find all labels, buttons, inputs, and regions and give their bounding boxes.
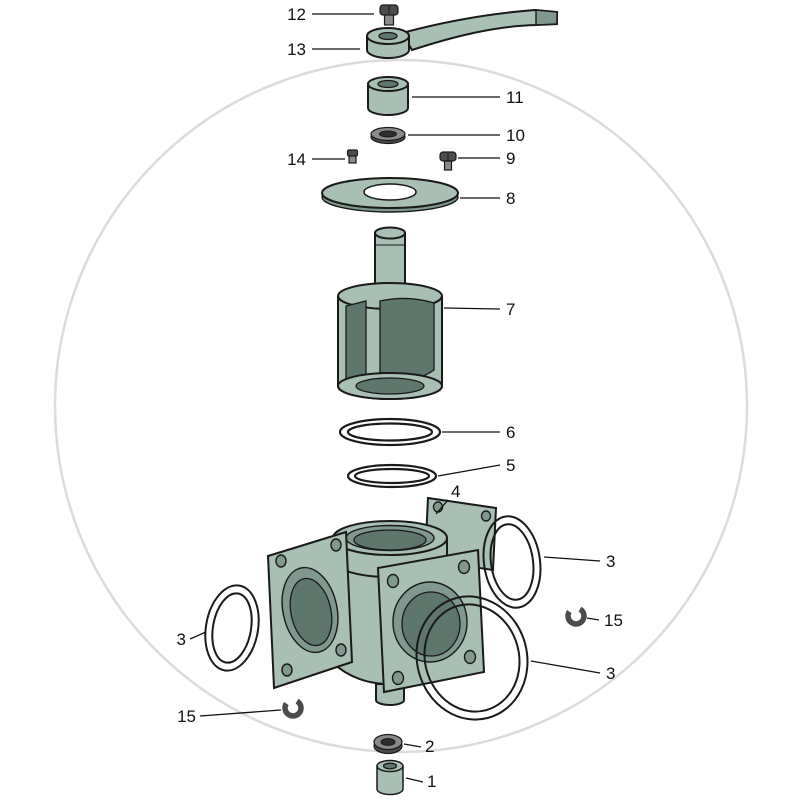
part-13-handle <box>366 8 558 59</box>
leader-line <box>586 617 600 621</box>
top-bore-inner <box>353 529 427 551</box>
callout-4: 4 <box>435 482 460 515</box>
bushing-bore <box>377 79 399 89</box>
part-15-clip-right <box>565 605 587 627</box>
callout-7: 7 <box>443 300 515 319</box>
callout-9: 9 <box>458 149 515 168</box>
part-label-5: 5 <box>506 456 515 475</box>
callout-3-left: 3 <box>177 630 207 649</box>
leader-line <box>530 660 601 674</box>
left-bore-inner <box>289 577 333 647</box>
part-label-13: 13 <box>287 40 306 59</box>
leader-line <box>443 307 501 310</box>
watermark-circle <box>53 58 749 754</box>
part-3-o-ring-right <box>482 515 542 609</box>
bolt-hole <box>281 663 293 677</box>
washer-hole <box>380 738 396 746</box>
leader-line <box>405 777 424 783</box>
callout-3-right: 3 <box>543 552 615 571</box>
callout-3-bottom: 3 <box>530 660 615 683</box>
washer-hole <box>379 130 397 138</box>
part-label-8: 8 <box>506 189 515 208</box>
part-label-2: 2 <box>425 737 434 756</box>
bolt-hole <box>463 649 477 665</box>
callout-13: 13 <box>287 40 360 59</box>
callout-1: 1 <box>405 772 436 791</box>
handle-end-cap <box>535 9 558 26</box>
rotor-bottom-opening <box>355 377 425 395</box>
front-bore-inner <box>401 591 461 657</box>
part-7-plug-rotor <box>337 226 443 400</box>
part-3-o-ring-bottom <box>415 595 529 721</box>
part-9-screw <box>439 151 457 171</box>
callout-15-right: 15 <box>586 611 623 630</box>
rotor-window-left <box>345 300 367 381</box>
plate-center-hole <box>363 183 417 201</box>
part-label-4: 4 <box>451 482 460 501</box>
part-label-3: 3 <box>606 552 615 571</box>
part-15-clip-left <box>282 697 304 719</box>
rotor-window-right <box>379 297 435 381</box>
part-label-15: 15 <box>177 707 196 726</box>
part-label-12: 12 <box>287 5 306 24</box>
rotor-stem <box>374 232 406 291</box>
part-label-1: 1 <box>427 772 436 791</box>
part-label-14: 14 <box>287 150 306 169</box>
bolt-hole <box>457 559 471 575</box>
callout-8: 8 <box>460 189 515 208</box>
callout-2: 2 <box>403 737 434 756</box>
part-label-11: 11 <box>506 88 524 107</box>
bolt-hole <box>391 670 405 686</box>
leader-line <box>437 464 501 477</box>
bolt-hole <box>335 643 347 657</box>
part-label-9: 9 <box>506 149 515 168</box>
part-8-stop-plate <box>321 177 459 213</box>
part-3-o-ring-left <box>204 584 260 672</box>
bolt-hole <box>275 554 287 568</box>
bolt-hole <box>386 573 400 589</box>
callout-14: 14 <box>287 150 345 169</box>
bushing-bore <box>382 762 398 770</box>
leader-line <box>199 709 282 717</box>
part-6-o-ring <box>338 417 442 447</box>
leader-line <box>403 743 422 748</box>
part-label-3: 3 <box>606 664 615 683</box>
bolt-hole <box>330 538 342 552</box>
part-label-15: 15 <box>604 611 623 630</box>
callout-5: 5 <box>437 456 515 477</box>
callout-10: 10 <box>408 126 525 145</box>
part-11-gland-bushing <box>367 76 409 116</box>
part-12-screw <box>379 4 399 26</box>
handle-hub-hole <box>378 31 398 41</box>
leader-line <box>543 556 601 562</box>
leader-line <box>435 499 449 515</box>
callout-15-left: 15 <box>177 707 282 726</box>
part-2-washer <box>373 733 403 755</box>
callout-6: 6 <box>442 423 515 442</box>
callout-12: 12 <box>287 5 374 24</box>
part-14-plug <box>346 149 359 164</box>
part-label-3: 3 <box>177 630 186 649</box>
bolt-hole <box>480 510 492 522</box>
callout-11: 11 <box>412 88 524 107</box>
valve-body <box>266 520 486 706</box>
part-1-bushing <box>376 759 404 796</box>
part-label-10: 10 <box>506 126 525 145</box>
part-label-6: 6 <box>506 423 515 442</box>
part-label-7: 7 <box>506 300 515 319</box>
part-5-o-ring <box>346 463 438 489</box>
leader-line <box>189 631 207 640</box>
part-10-washer <box>370 126 406 145</box>
